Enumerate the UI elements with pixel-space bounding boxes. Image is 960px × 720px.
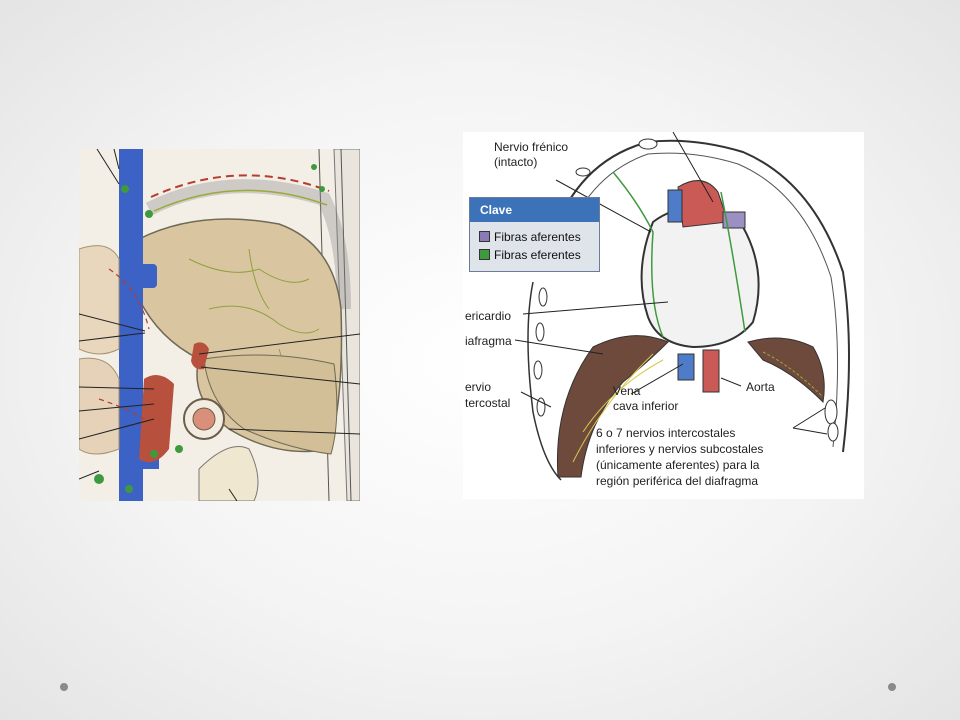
intercostal-nerve-label-1: ervio <box>465 380 492 394</box>
vena-cava-label-1: Vena <box>613 384 641 398</box>
legend-label-efferent: Fibras eferentes <box>494 248 581 262</box>
phrenic-nerve-sublabel: (intacto) <box>494 155 538 169</box>
legend-item-efferent: Fibras eferentes <box>479 248 581 262</box>
slide-corner-dot-left <box>60 683 68 691</box>
phrenic-nerve-label: Nervio frénico <box>494 140 569 154</box>
left-anatomy-illustration <box>79 149 360 501</box>
right-anatomy-illustration <box>463 132 864 499</box>
intercostal-nerve-label-2: tercostal <box>465 396 511 410</box>
afferent-swatch-icon <box>479 231 490 242</box>
legend-title: Clave <box>470 198 599 222</box>
aorta-label: Aorta <box>746 380 775 394</box>
pericardium-label: ericardio <box>465 309 512 323</box>
intercostal-nerves-label-2: inferiores y nervios subcostales <box>596 442 764 456</box>
slide-corner-dot-right <box>888 683 896 691</box>
intercostal-nerves-label-3: (únicamente aferentes) para la <box>596 458 760 472</box>
legend-label-afferent: Fibras aferentes <box>494 230 581 244</box>
intercostal-nerves-label-1: 6 o 7 nervios intercostales <box>596 426 736 440</box>
diaphragm-label: iafragma <box>465 334 512 348</box>
intercostal-nerves-label-4: región periférica del diafragma <box>596 474 759 488</box>
left-anatomy-figure <box>79 149 360 501</box>
right-anatomy-figure: Nervio frénico (intacto) ericardio iafra… <box>463 132 864 499</box>
legend-box: Clave Fibras aferentes Fibras eferentes <box>469 197 600 272</box>
efferent-swatch-icon <box>479 249 490 260</box>
vena-cava-label-2: cava inferior <box>613 399 679 413</box>
legend-item-afferent: Fibras aferentes <box>479 230 581 244</box>
